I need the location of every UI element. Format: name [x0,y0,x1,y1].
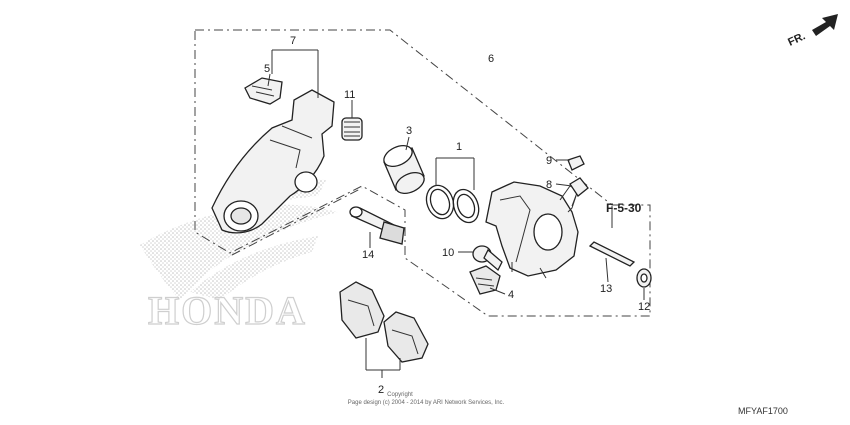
callout-2: 2 [378,384,384,396]
callout-12: 12 [638,301,650,313]
part-3-piston [383,145,425,194]
part-12-plug [636,268,652,288]
part-8-bleeder-screw [567,177,589,213]
diagram-code: MFYAF1700 [738,406,788,416]
inner-assembly-outline [231,187,363,256]
callout-7: 7 [290,35,296,47]
reference-page-label: F-5-30 [606,201,642,215]
part-10-bolt [472,245,503,272]
callout-6: 6 [488,53,494,65]
callout-4: 4 [508,289,514,301]
callout-1: 1 [456,141,462,153]
callout-13: 13 [600,283,612,295]
part-5-pad-spring [244,77,283,105]
callout-5: 5 [264,63,270,75]
part-4-pad-retainer [469,265,501,295]
part-11-boot [341,117,363,141]
front-indicator-label: FR. [786,30,807,48]
callout-3: 3 [406,125,412,137]
honda-watermark-text: HONDA [148,288,307,333]
part-13-pad-pin [588,241,636,267]
caliper-bracket [211,89,335,234]
copyright-line-1: Copyright [387,392,413,398]
callout-10: 10 [442,247,454,259]
copyright-line-2: Page design (c) 2004 - 2014 by ARI Netwo… [348,400,505,406]
front-direction-arrow [812,14,838,36]
callout-11: 11 [344,89,355,101]
callout-9: 9 [546,155,552,167]
callout-8: 8 [546,179,552,191]
leader-lines [267,49,645,378]
part-2-brake-pads [339,281,429,363]
caliper-assembly-outline [194,29,651,317]
part-1-seals [425,184,480,224]
part-9-bleeder-cap [567,155,585,171]
callout-14: 14 [362,249,374,261]
caliper-body [485,181,579,279]
part-14-slide-pin [349,206,405,245]
